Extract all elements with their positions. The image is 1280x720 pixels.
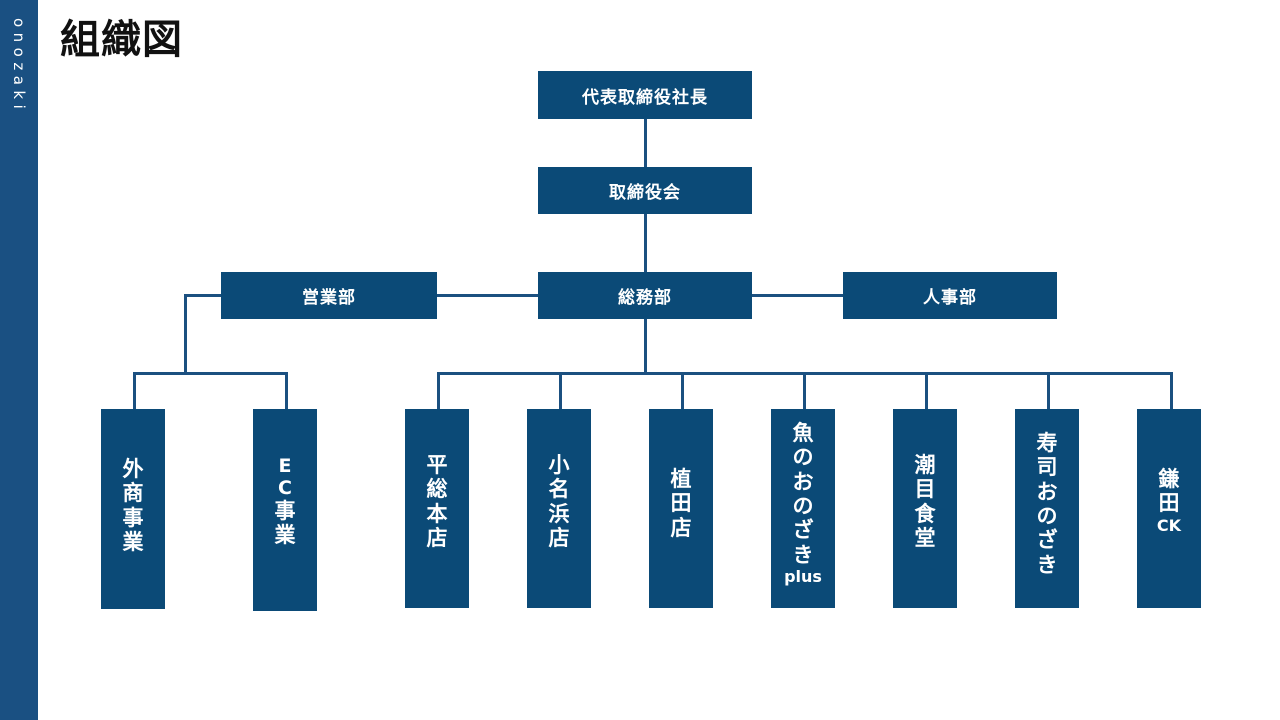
node-taira-main-label: 平総本店 <box>427 453 448 550</box>
vertical-char: 堂 <box>914 526 936 551</box>
vertical-char: 平 <box>426 453 448 477</box>
connector-sales-to-ec <box>285 372 288 410</box>
connector-to-sushi-onozaki <box>1047 372 1050 410</box>
node-sales-dept[interactable]: 営業部 <box>221 272 437 319</box>
vertical-char: き <box>792 542 814 567</box>
vertical-char: 司 <box>1036 455 1058 480</box>
vertical-char: 魚 <box>792 421 814 445</box>
node-onahama-label: 小名浜店 <box>549 453 570 550</box>
vertical-char: お <box>1036 479 1058 504</box>
node-ueda[interactable]: 植田店 <box>649 409 713 608</box>
node-ceo-label: 代表取締役社長 <box>582 87 708 108</box>
connector-general-affairs-to-sales <box>437 294 538 297</box>
vertical-char: 店 <box>670 515 692 540</box>
vertical-char: 外 <box>122 457 144 481</box>
vertical-char: 潮 <box>914 453 936 477</box>
node-ceo[interactable]: 代表取締役社長 <box>538 71 752 119</box>
node-sales-dept-label: 営業部 <box>302 288 356 308</box>
vertical-char: 鎌 <box>1158 467 1180 491</box>
node-wholesale[interactable]: 外商事業 <box>101 409 165 609</box>
vertical-char: 業 <box>274 523 296 548</box>
connector-to-taira-main <box>437 372 440 410</box>
node-general-affairs-dept[interactable]: 総務部 <box>538 272 752 319</box>
connector-sales-stub <box>184 294 224 297</box>
vertical-tail-text: CK <box>1156 515 1182 535</box>
node-board-label: 取締役会 <box>609 183 681 203</box>
node-shiome[interactable]: 潮目食堂 <box>893 409 957 608</box>
node-ueda-label: 植田店 <box>671 467 692 540</box>
vertical-tail-text: plus <box>784 567 822 587</box>
vertical-char: 業 <box>122 530 144 555</box>
node-shiome-label: 潮目食堂 <box>915 453 936 550</box>
connector-general-affairs-to-hr <box>752 294 843 297</box>
vertical-char: 店 <box>426 526 448 551</box>
vertical-char: ざ <box>792 518 814 543</box>
vertical-char: 目 <box>914 477 936 502</box>
connector-to-shiome <box>925 372 928 410</box>
vertical-char: 事 <box>122 505 144 530</box>
node-taira-main[interactable]: 平総本店 <box>405 409 469 608</box>
vertical-char: ざ <box>1036 528 1058 553</box>
connector-ceo-to-board <box>644 119 647 167</box>
connector-sales-bus <box>133 372 288 375</box>
node-wholesale-label: 外商事業 <box>123 457 144 554</box>
connector-to-onahama <box>559 372 562 410</box>
vertical-char: 田 <box>670 491 692 516</box>
brand-rail: onozaki <box>0 0 38 720</box>
vertical-char: 小 <box>548 453 570 477</box>
vertical-char: の <box>792 445 814 470</box>
vertical-char: 総 <box>426 477 448 502</box>
connector-sales-drop <box>184 294 187 375</box>
connector-general-affairs-drop <box>644 319 647 375</box>
vertical-char: き <box>1036 552 1058 577</box>
vertical-char: の <box>792 494 814 519</box>
vertical-char: 田 <box>1158 491 1180 516</box>
vertical-char: 食 <box>914 501 936 526</box>
vertical-char: 商 <box>122 481 144 506</box>
vertical-char: C <box>278 477 292 500</box>
vertical-char: の <box>1036 504 1058 529</box>
brand-rail-text: onozaki <box>10 18 28 115</box>
node-hr-dept[interactable]: 人事部 <box>843 272 1057 319</box>
connector-board-to-general-affairs <box>644 214 647 272</box>
vertical-char: 本 <box>426 501 448 526</box>
node-hr-dept-label: 人事部 <box>923 288 977 308</box>
node-sushi-onozaki[interactable]: 寿司おのざき <box>1015 409 1079 608</box>
page-title: 組織図 <box>60 17 183 63</box>
node-board[interactable]: 取締役会 <box>538 167 752 214</box>
connector-to-kamata-ck <box>1170 372 1173 410</box>
node-sushi-onozaki-label: 寿司おのざき <box>1037 431 1058 577</box>
vertical-char: 名 <box>548 477 570 502</box>
connector-to-ueda <box>681 372 684 410</box>
vertical-char: 事 <box>274 499 296 524</box>
vertical-char: 植 <box>670 467 692 491</box>
vertical-char: 店 <box>548 526 570 551</box>
vertical-char: 寿 <box>1036 431 1058 455</box>
vertical-char: 浜 <box>548 501 570 526</box>
vertical-char: E <box>278 455 292 477</box>
connector-to-uo-onozaki-plus <box>803 372 806 410</box>
connector-sales-to-wholesale <box>133 372 136 410</box>
vertical-char: お <box>792 469 814 494</box>
node-onahama[interactable]: 小名浜店 <box>527 409 591 608</box>
node-general-affairs-dept-label: 総務部 <box>618 288 672 308</box>
